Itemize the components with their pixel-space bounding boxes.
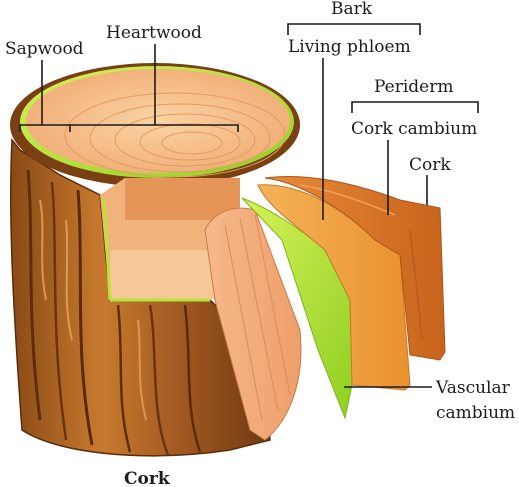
- living-phloem-label: Living phloem: [288, 37, 411, 57]
- vascular-label: Vascular: [435, 378, 511, 398]
- cork-label: Cork: [409, 155, 451, 175]
- cork-cambium-label: Cork cambium: [351, 119, 477, 139]
- cambium-label: cambium: [436, 403, 515, 423]
- figure-caption: Cork: [124, 469, 171, 487]
- heartwood-label: Heartwood: [106, 23, 202, 43]
- bark-label: Bark: [331, 0, 373, 19]
- periderm-label: Periderm: [374, 77, 454, 97]
- sapwood-slice: [204, 207, 302, 441]
- sapwood-label: Sapwood: [5, 39, 84, 59]
- living-phloem-layer: [257, 184, 411, 391]
- cork-layer: [264, 176, 446, 361]
- annotation-lines: [19, 23, 479, 388]
- trunk-bark: [9, 137, 271, 457]
